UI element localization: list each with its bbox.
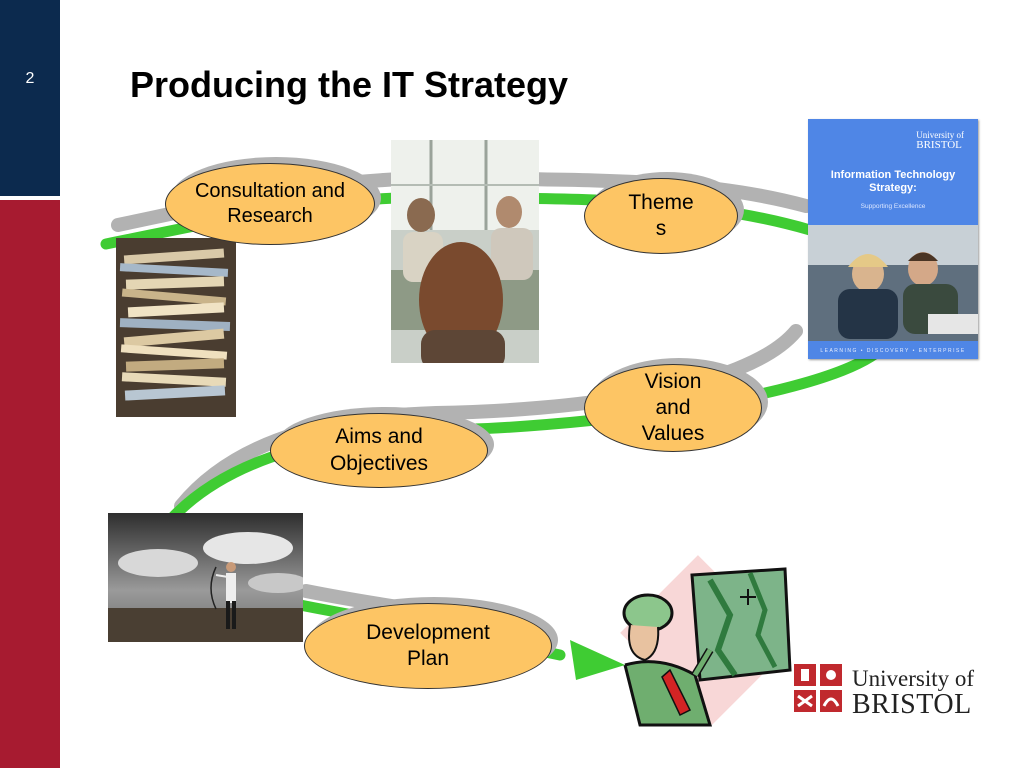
brochure-university-line1: University of xyxy=(916,130,964,140)
step-vision-values: Vision and Values xyxy=(584,364,762,452)
sidebar-divider xyxy=(0,196,60,200)
slide-number: 2 xyxy=(25,70,35,87)
brochure-students-photo xyxy=(808,225,978,359)
logo-university-of: University of xyxy=(852,666,975,691)
sidebar-top-band xyxy=(0,0,60,196)
step-themes: Theme s xyxy=(584,178,738,254)
slide-title: Producing the IT Strategy xyxy=(130,64,569,105)
brochure-title: Information Technology Strategy: xyxy=(830,169,956,195)
soldier-map-clipart xyxy=(620,555,792,727)
brochure-university-mark: University of BRISTOL xyxy=(916,130,964,152)
meeting-photo xyxy=(391,140,539,363)
strategy-brochure-image: University of BRISTOL Information Techno… xyxy=(808,119,978,359)
brochure-subtitle: Supporting Excellence xyxy=(860,203,926,210)
archer-photo xyxy=(108,513,303,642)
university-logo-crest xyxy=(794,664,842,712)
flow-arrowhead xyxy=(570,640,625,680)
step-aims-objectives: Aims and Objectives xyxy=(270,413,488,488)
step-development-plan: Development Plan xyxy=(304,603,552,689)
sidebar-bottom-band xyxy=(0,200,60,768)
brochure-header xyxy=(808,119,978,225)
brochure-university-line2: BRISTOL xyxy=(916,139,962,152)
brochure-footer: LEARNING • DISCOVERY • ENTERPRISE xyxy=(820,348,966,354)
step-consultation-research: Consultation and Research xyxy=(165,163,375,245)
files-stack-image xyxy=(116,238,236,417)
logo-bristol: BRISTOL xyxy=(852,689,972,720)
